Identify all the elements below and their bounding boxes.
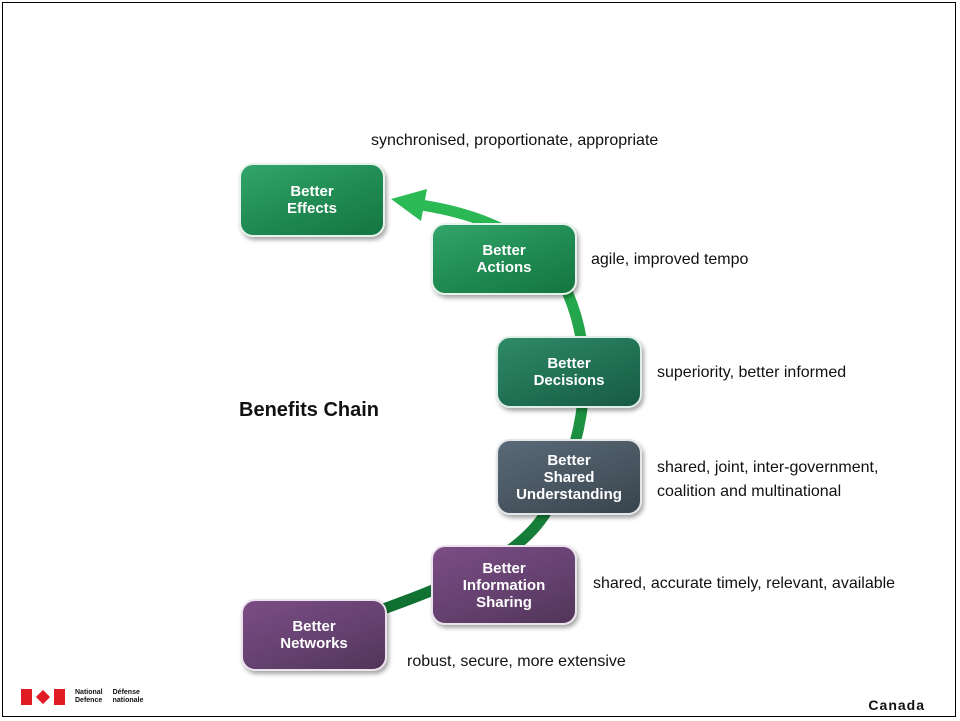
department-name-en: National Defence xyxy=(75,689,103,705)
diagram-title: Benefits Chain xyxy=(239,399,380,421)
decisions-description: superiority, better informed xyxy=(657,364,847,381)
better-actions-box: Better Actions xyxy=(431,223,577,295)
canada-wordmark: Canada xyxy=(868,697,925,713)
dept-en-line1: National xyxy=(75,689,103,696)
better-networks-line1: Better xyxy=(292,618,336,635)
networks-description: robust, secure, more extensive xyxy=(407,653,626,670)
better-effects-box: Better Effects xyxy=(239,163,385,237)
information-description: shared, accurate timely, relevant, avail… xyxy=(593,575,896,592)
actions-description: agile, improved tempo xyxy=(591,251,749,268)
dept-en-line2: Defence xyxy=(75,697,103,704)
understanding-description-line1: shared, joint, inter-government, xyxy=(657,459,879,476)
dept-fr-line2: nationale xyxy=(112,697,144,704)
better-information-line3: Sharing xyxy=(476,593,532,611)
canada-flag-icon xyxy=(21,689,65,705)
better-decisions-line2: Decisions xyxy=(533,372,605,389)
better-understanding-line2: Shared xyxy=(543,468,595,486)
better-understanding-line3: Understanding xyxy=(516,485,622,503)
better-decisions-box: Better Decisions xyxy=(496,336,642,408)
better-shared-understanding-box: Better Shared Understanding xyxy=(496,439,642,515)
better-information-sharing-box: Better Information Sharing xyxy=(431,545,577,625)
better-effects-line1: Better xyxy=(290,183,334,200)
better-effects-line2: Effects xyxy=(286,200,338,217)
better-actions-line1: Better xyxy=(482,242,526,259)
government-logo: National Defence Défense nationale xyxy=(21,689,143,705)
better-actions-line2: Actions xyxy=(476,259,532,276)
better-networks-box: Better Networks xyxy=(241,599,387,671)
dept-fr-line1: Défense xyxy=(112,689,140,696)
better-understanding-line1: Better xyxy=(547,451,591,469)
better-decisions-line1: Better xyxy=(547,355,591,372)
arrow-head xyxy=(391,189,427,221)
department-name-fr: Défense nationale xyxy=(113,689,144,705)
effects-description: synchronised, proportionate, appropriate xyxy=(371,132,659,149)
understanding-description-line2: coalition and multinational xyxy=(657,483,842,500)
better-information-line1: Better xyxy=(482,559,526,577)
better-information-line2: Information xyxy=(462,576,546,594)
better-networks-line2: Networks xyxy=(280,635,348,652)
